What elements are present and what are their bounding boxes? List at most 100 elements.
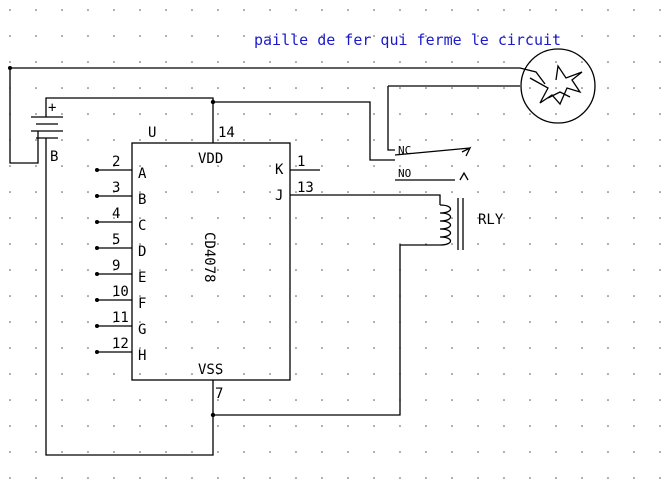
grid-dot (659, 269, 661, 271)
grid-dot (269, 269, 271, 271)
grid-dot (269, 191, 271, 193)
grid-dot (451, 113, 453, 115)
grid-dot (451, 61, 453, 63)
grid-dot (555, 451, 557, 453)
grid-dot (87, 373, 89, 375)
grid-dot (113, 165, 115, 167)
grid-dot (87, 87, 89, 89)
grid-dot (191, 451, 193, 453)
ic-part-label: CD4078 (201, 232, 217, 283)
grid-dot (425, 477, 427, 479)
grid-dot (451, 269, 453, 271)
grid-dot (321, 295, 323, 297)
grid-dot (607, 269, 609, 271)
grid-dot (139, 217, 141, 219)
grid-dot (607, 399, 609, 401)
grid-dot (9, 269, 11, 271)
input-pin-name: B (138, 192, 146, 208)
grid-dot (503, 35, 505, 37)
grid-dot (425, 321, 427, 323)
grid-dot (607, 139, 609, 141)
grid-dot (581, 295, 583, 297)
grid-dot (607, 165, 609, 167)
grid-dot (529, 87, 531, 89)
input-pin-end (95, 246, 99, 250)
grid-dot (139, 347, 141, 349)
grid-dot (633, 61, 635, 63)
input-pin-name: D (138, 244, 146, 260)
grid-dot (139, 35, 141, 37)
grid-dot (61, 425, 63, 427)
grid-dot (61, 399, 63, 401)
grid-dot (581, 451, 583, 453)
ic-cd4078: U 14 VDD VSS 7 CD4078 2A3B4C5D9E10F11G12… (95, 125, 320, 402)
grid-dot (243, 373, 245, 375)
grid-dot (373, 451, 375, 453)
grid-dot (269, 373, 271, 375)
grid-dot (659, 399, 661, 401)
grid-dot (451, 87, 453, 89)
grid-dot (659, 35, 661, 37)
grid-dot (581, 165, 583, 167)
grid-dot (425, 35, 427, 37)
grid-dot (555, 373, 557, 375)
grid-dot (347, 243, 349, 245)
grid-dot (243, 347, 245, 349)
grid-dot (61, 269, 63, 271)
grid-dot (373, 243, 375, 245)
grid-dot (451, 321, 453, 323)
grid-dot (191, 399, 193, 401)
grid-dot (373, 113, 375, 115)
grid-dot (243, 165, 245, 167)
grid-dot (243, 35, 245, 37)
grid-dot (295, 217, 297, 219)
grid-dot (659, 451, 661, 453)
grid-dot (35, 35, 37, 37)
input-pin-number: 5 (112, 232, 120, 248)
grid-dot (373, 373, 375, 375)
grid-dot (347, 347, 349, 349)
grid-dot (633, 451, 635, 453)
grid-dot (529, 243, 531, 245)
grid-dot (347, 9, 349, 11)
grid-dots (9, 9, 661, 479)
grid-dot (633, 165, 635, 167)
grid-dot (295, 35, 297, 37)
relay-coil-icon: RLY (439, 198, 504, 250)
grid-dot (373, 269, 375, 271)
vss-pin-name: VSS (198, 362, 223, 378)
grid-dot (165, 87, 167, 89)
grid-dot (477, 113, 479, 115)
grid-dot (425, 217, 427, 219)
grid-dot (295, 139, 297, 141)
grid-dot (633, 139, 635, 141)
grid-dot (35, 269, 37, 271)
grid-dot (9, 191, 11, 193)
grid-dot (555, 425, 557, 427)
grid-dot (321, 425, 323, 427)
grid-dot (9, 373, 11, 375)
grid-dot (659, 347, 661, 349)
grid-dot (425, 165, 427, 167)
grid-dot (633, 373, 635, 375)
grid-dot (113, 87, 115, 89)
grid-dot (477, 35, 479, 37)
grid-dot (61, 165, 63, 167)
grid-dot (399, 139, 401, 141)
grid-dot (425, 61, 427, 63)
grid-dot (321, 321, 323, 323)
relay-name-label: RLY (478, 212, 504, 228)
grid-dot (347, 217, 349, 219)
grid-dot (191, 191, 193, 193)
grid-dot (607, 191, 609, 193)
grid-dot (9, 217, 11, 219)
grid-dot (35, 347, 37, 349)
grid-dot (269, 347, 271, 349)
output-pin-j-number: 13 (297, 180, 314, 196)
steel-wool-contact-icon (519, 48, 596, 124)
grid-dot (321, 35, 323, 37)
grid-dot (243, 243, 245, 245)
grid-dot (165, 139, 167, 141)
relay-no-label: NO (398, 167, 411, 180)
grid-dot (633, 321, 635, 323)
